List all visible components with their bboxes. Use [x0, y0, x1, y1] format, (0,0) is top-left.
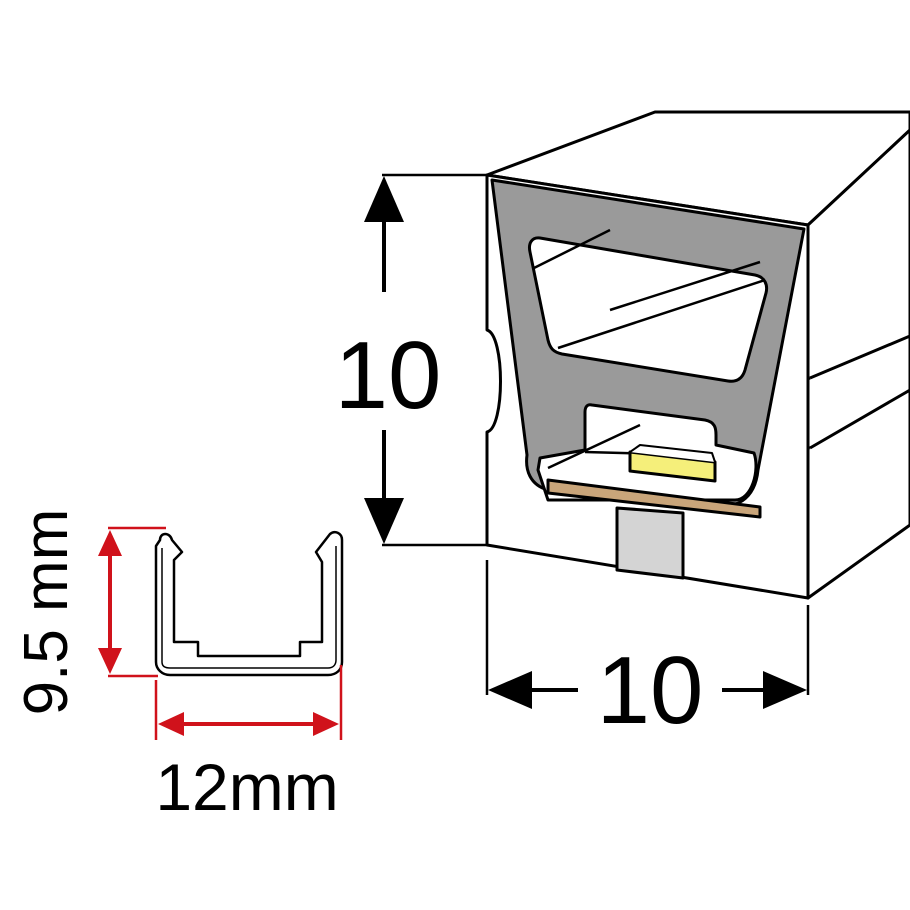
profile-side-groove	[809, 334, 910, 450]
width-dimension: 10	[485, 560, 810, 744]
red-arrowhead-left-icon	[158, 712, 184, 736]
channel-inner	[161, 546, 337, 669]
profile-width-label: 10	[597, 637, 704, 744]
led-chip-top	[629, 444, 716, 463]
pcb-strip	[546, 478, 762, 519]
mounting-channel	[154, 531, 344, 677]
arrowhead-down-icon	[364, 498, 404, 544]
neon-profile	[485, 110, 910, 600]
bottom-connector	[615, 506, 685, 580]
arrowhead-left-icon	[488, 671, 532, 709]
arrowhead-right-icon	[763, 671, 807, 709]
channel-height-dimension: 9.5 mm	[12, 509, 166, 716]
channel-height-label: 9.5 mm	[12, 509, 81, 716]
red-arrowhead-right-icon	[313, 712, 339, 736]
red-arrowhead-up-icon	[98, 530, 122, 556]
height-dimension: 10	[335, 173, 487, 547]
upper-cavity-depth	[533, 228, 766, 350]
upper-cavity	[528, 236, 769, 383]
channel-outline	[154, 531, 344, 677]
profile-height-label: 10	[335, 322, 442, 429]
red-arrowhead-down-icon	[98, 648, 122, 674]
arrowhead-up-icon	[364, 176, 404, 222]
channel-width-dimension: 12mm	[154, 665, 343, 824]
channel-width-label: 12mm	[155, 750, 338, 824]
